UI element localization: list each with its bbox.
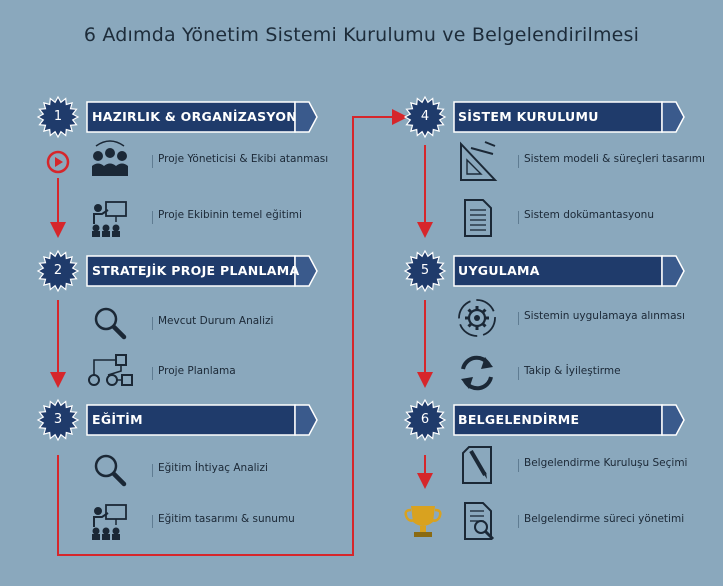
step-title-3: EĞİTİM [92, 412, 143, 427]
step-header-2 [36, 249, 318, 293]
refresh-icon [461, 355, 493, 391]
header-tab-end [294, 101, 318, 133]
step-badge-1 [36, 95, 80, 139]
step-1-item-1: Proje Yöneticisi & Ekibi atanması [152, 153, 328, 168]
step-2-item-2: Proje Planlama [152, 365, 236, 380]
header-tab-end [661, 101, 685, 133]
team-icon [92, 140, 128, 176]
arrow-3-to-4 [57, 109, 408, 556]
step-6-item-1: Belgelendirme Kuruluşu Seçimi [518, 457, 687, 472]
step-number-4: 4 [420, 109, 430, 124]
header-tab-end [661, 404, 685, 436]
step-headers [36, 95, 685, 442]
step-3-item-1: Eğitim İhtiyaç Analizi [152, 462, 268, 477]
step-number-6: 6 [420, 412, 430, 427]
presentation-icon [92, 504, 127, 540]
step-header-6 [403, 398, 685, 442]
magnifier-icon [94, 454, 127, 487]
connector-arrows [50, 109, 433, 556]
step-4-item-1: Sistem modeli & süreçleri tasarımı [518, 153, 705, 168]
header-tab-end [294, 404, 318, 436]
header-bar [453, 101, 663, 133]
document-icon [464, 199, 492, 237]
header-bar [86, 101, 296, 133]
header-bar [453, 404, 663, 436]
step-number-3: 3 [53, 412, 63, 427]
ruler-triangle-icon [460, 141, 498, 181]
step-header-1 [36, 95, 318, 139]
step-1-item-2: Proje Ekibinin temel eğitimi [152, 209, 302, 224]
step-2-item-1: Mevcut Durum Analizi [152, 315, 273, 330]
step-number-5: 5 [420, 263, 430, 278]
gear-cycle-icon [458, 299, 496, 337]
step-3-item-2: Eğitim tasarımı & sunumu [152, 513, 295, 528]
document-search-icon [464, 502, 495, 541]
step-number-2: 2 [53, 263, 63, 278]
step-icons [46, 140, 498, 541]
header-tab-end [661, 255, 685, 287]
step-badge-3 [36, 398, 80, 442]
step-badge-6 [403, 398, 447, 442]
header-bar [86, 404, 296, 436]
step-title-2: STRATEJİK PROJE PLANLAMA [92, 263, 300, 278]
pen-paper-icon [462, 446, 492, 484]
trophy-icon [404, 506, 442, 537]
flow-diagram-icon [88, 354, 133, 386]
header-tab-end [294, 255, 318, 287]
step-badge-4 [403, 95, 447, 139]
step-4-item-2: Sistem dokümantasyonu [518, 209, 654, 224]
step-6-item-2: Belgelendirme süreci yönetimi [518, 513, 684, 528]
step-header-5 [403, 249, 685, 293]
step-title-5: UYGULAMA [458, 263, 540, 278]
step-header-4 [403, 95, 685, 139]
step-5-item-1: Sistemin uygulamaya alınması [518, 310, 685, 325]
step-5-item-2: Takip & İyileştirme [518, 365, 621, 380]
step-number-1: 1 [53, 109, 63, 124]
step-badge-5 [403, 249, 447, 293]
step-badge-2 [36, 249, 80, 293]
play-circle-icon [46, 150, 70, 174]
header-bar [453, 255, 663, 287]
presentation-icon [92, 201, 127, 237]
step-title-4: SİSTEM KURULUMU [458, 109, 599, 124]
magnifier-icon [94, 307, 127, 340]
step-header-3 [36, 398, 318, 442]
step-title-6: BELGELENDİRME [458, 412, 580, 427]
page-title: 6 Adımda Yönetim Sistemi Kurulumu ve Bel… [83, 24, 640, 46]
step-title-1: HAZIRLIK & ORGANİZASYON [92, 109, 298, 124]
